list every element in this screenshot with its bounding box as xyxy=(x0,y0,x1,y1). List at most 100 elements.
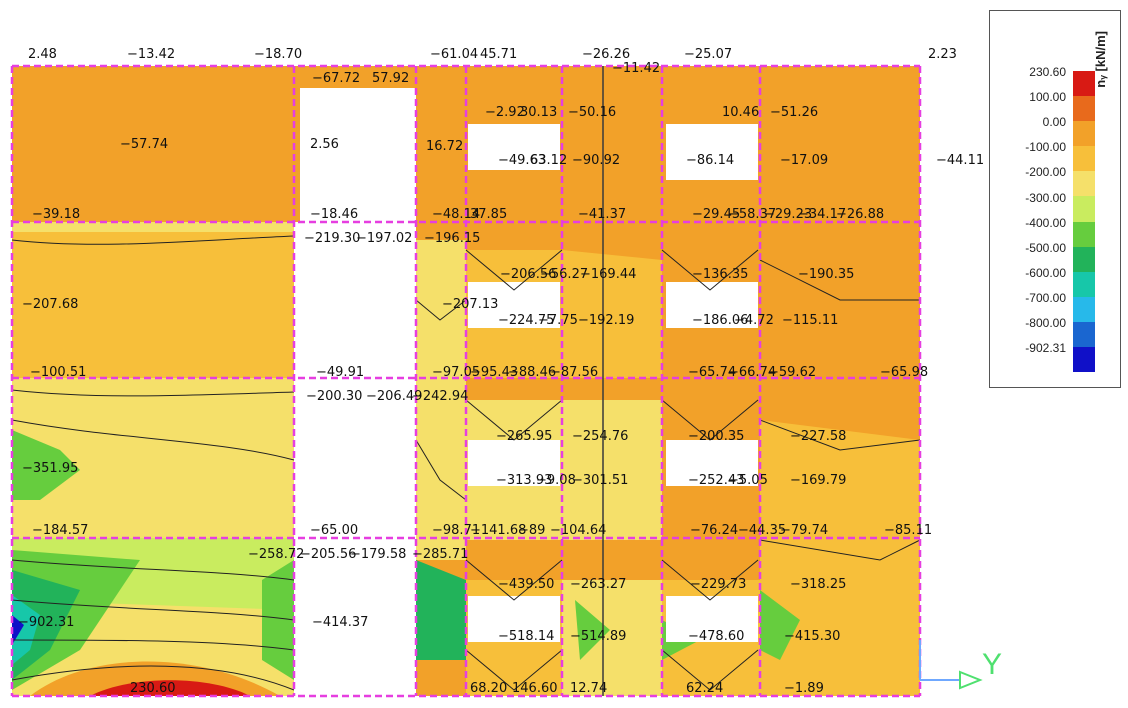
zone-bottom-red xyxy=(90,680,250,696)
legend-label: -700.00 xyxy=(1025,290,1066,305)
value-label: −252.43 xyxy=(688,473,744,488)
value-label: 30.13 xyxy=(520,105,557,120)
value-label: −351.95 xyxy=(22,461,78,476)
value-label: −169.79 xyxy=(790,473,846,488)
value-label: −88.46 xyxy=(508,365,556,380)
opening-8 xyxy=(666,124,758,180)
value-label: −104.64 xyxy=(550,523,606,538)
value-label: −2.92 xyxy=(485,105,525,120)
value-label: −263.27 xyxy=(570,577,626,592)
frame-grid xyxy=(10,64,922,698)
value-label: 57.92 xyxy=(372,71,409,86)
value-label: 45.71 xyxy=(480,47,517,62)
value-label: −192.19 xyxy=(578,313,634,328)
value-label: −44.35 xyxy=(738,523,786,538)
value-label: −478.60 xyxy=(688,629,744,644)
legend-swatch xyxy=(1073,171,1095,197)
value-label: −224.75 xyxy=(498,313,554,328)
value-label: −86.14 xyxy=(686,153,734,168)
value-label: −141.68 xyxy=(470,523,526,538)
value-label: −285.71 xyxy=(412,547,468,562)
value-label: −186.06 xyxy=(692,313,748,328)
opening-2 xyxy=(300,244,416,378)
value-label: −67.72 xyxy=(312,71,360,86)
panel-left-top xyxy=(12,66,294,222)
opening-6 xyxy=(468,440,560,486)
legend-title: nᵧ [kN/m] xyxy=(1093,31,1108,88)
value-label: −41.37 xyxy=(578,207,626,222)
legend-label: -902.31 xyxy=(1025,341,1066,356)
legend-label: 100.00 xyxy=(1029,90,1066,105)
value-label: 146.60 xyxy=(512,681,558,696)
value-label: −115.11 xyxy=(782,313,838,328)
value-label: −57.74 xyxy=(120,137,168,152)
value-label: 2.23 xyxy=(928,47,957,62)
zone-blue xyxy=(12,615,24,645)
value-label: −18.46 xyxy=(310,207,358,222)
value-label: −7.75 xyxy=(538,313,578,328)
value-label: −48.14 xyxy=(432,207,480,222)
value-label: −13.42 xyxy=(127,47,175,62)
value-label: −9.08 xyxy=(536,473,576,488)
value-label: −415.30 xyxy=(784,629,840,644)
legend-swatch xyxy=(1073,96,1095,122)
value-label: 2.56 xyxy=(310,137,339,152)
value-label: 16.72 xyxy=(426,139,463,154)
value-label: −25.07 xyxy=(684,47,732,62)
zone-yellow-col7 xyxy=(760,420,920,696)
legend-swatch xyxy=(1073,196,1095,222)
value-label: −196.15 xyxy=(424,231,480,246)
zone-cyan xyxy=(12,595,40,665)
legend-color-bar xyxy=(1073,71,1095,373)
legend-label: -400.00 xyxy=(1025,215,1066,230)
value-label: −197.02 xyxy=(356,231,412,246)
value-label: −518.14 xyxy=(498,629,554,644)
value-label: −44.11 xyxy=(936,153,984,168)
legend-label: -600.00 xyxy=(1025,265,1066,280)
value-label: −98.71 xyxy=(432,523,480,538)
legend-swatch xyxy=(1073,347,1095,373)
value-label: −206.56 xyxy=(500,267,556,282)
zone-yellow-col5b xyxy=(562,400,662,540)
value-label: −318.25 xyxy=(790,577,846,592)
legend-swatch xyxy=(1073,71,1095,97)
value-label: −51.26 xyxy=(770,105,818,120)
zone-green-mid xyxy=(262,560,294,680)
legend-label: -500.00 xyxy=(1025,240,1066,255)
legend-swatch xyxy=(1073,321,1095,348)
legend-swatch xyxy=(1073,246,1095,272)
zone-col3-green xyxy=(416,560,466,660)
value-label: −254.76 xyxy=(572,429,628,444)
legend-label: 230.60 xyxy=(1029,65,1066,79)
value-label: −229.73 xyxy=(690,577,746,592)
value-label: 2.48 xyxy=(28,47,57,62)
value-label: −87.56 xyxy=(550,365,598,380)
value-label: −100.51 xyxy=(30,365,86,380)
zone-green-left xyxy=(12,430,80,500)
zone-yellow-1 xyxy=(12,232,294,378)
value-label: −76.24 xyxy=(690,523,738,538)
value-label: 37.85 xyxy=(470,207,507,222)
value-label: −49.63 xyxy=(498,153,546,168)
opening-9 xyxy=(666,282,758,328)
value-label: −301.51 xyxy=(572,473,628,488)
value-label: −89 xyxy=(518,523,545,538)
value-label: −902.31 xyxy=(18,615,74,630)
value-label: −265.95 xyxy=(496,429,552,444)
value-label: −97.05 xyxy=(432,365,480,380)
value-label: −313.93 xyxy=(496,473,552,488)
value-label: −227.58 xyxy=(790,429,846,444)
axis-y-label: Y xyxy=(982,648,1003,681)
legend-swatch xyxy=(1073,121,1095,147)
opening-4 xyxy=(468,124,560,170)
opening-11 xyxy=(666,596,758,642)
value-label: −90.92 xyxy=(572,153,620,168)
value-label: −207.68 xyxy=(22,297,78,312)
value-label: −11.42 xyxy=(612,61,660,76)
zone-yellow-2 xyxy=(12,380,294,536)
value-label: −65.00 xyxy=(310,523,358,538)
value-label: −66.74 xyxy=(728,365,776,380)
opening-1 xyxy=(300,88,416,222)
